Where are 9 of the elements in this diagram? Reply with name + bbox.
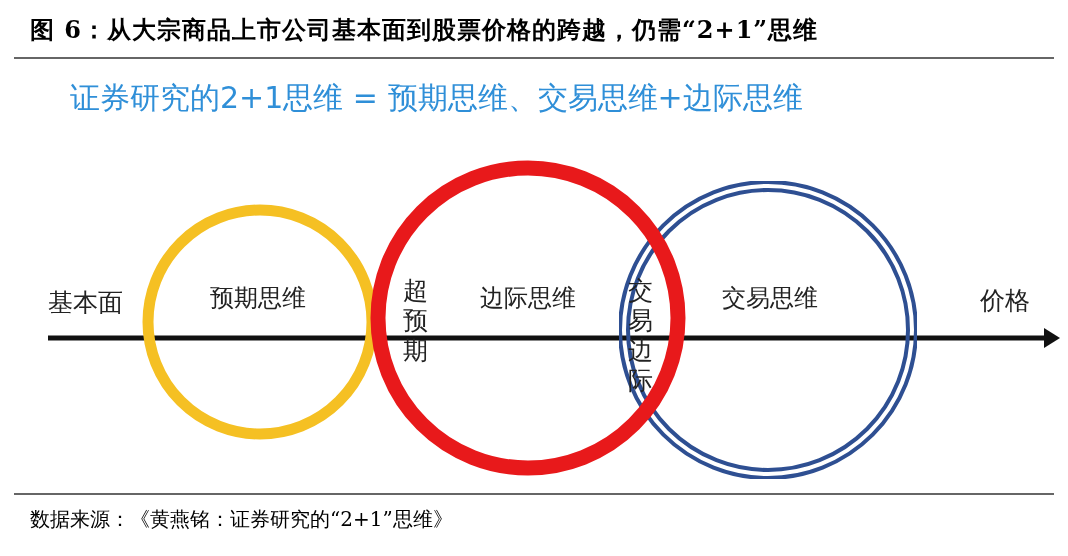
subtitle: 证券研究的2+1思维 = 预期思维、交易思维+边际思维 — [70, 79, 803, 117]
source-caption: 数据来源：《黄燕铭：证券研究的“2+1”思维》 — [30, 506, 453, 533]
circle-label: 交易思维 — [722, 283, 818, 314]
circle-label: 预期思维 — [210, 283, 306, 314]
figure-title: 图 6：从大宗商品上市公司基本面到股票价格的跨越，仍需“2+1”思维 — [30, 14, 819, 46]
axis-end-label: 价格 — [980, 285, 1030, 317]
axis-start-label: 基本面 — [48, 287, 123, 319]
circle-label: 边际思维 — [480, 283, 576, 314]
overlap-label: 超预期 — [403, 276, 428, 366]
